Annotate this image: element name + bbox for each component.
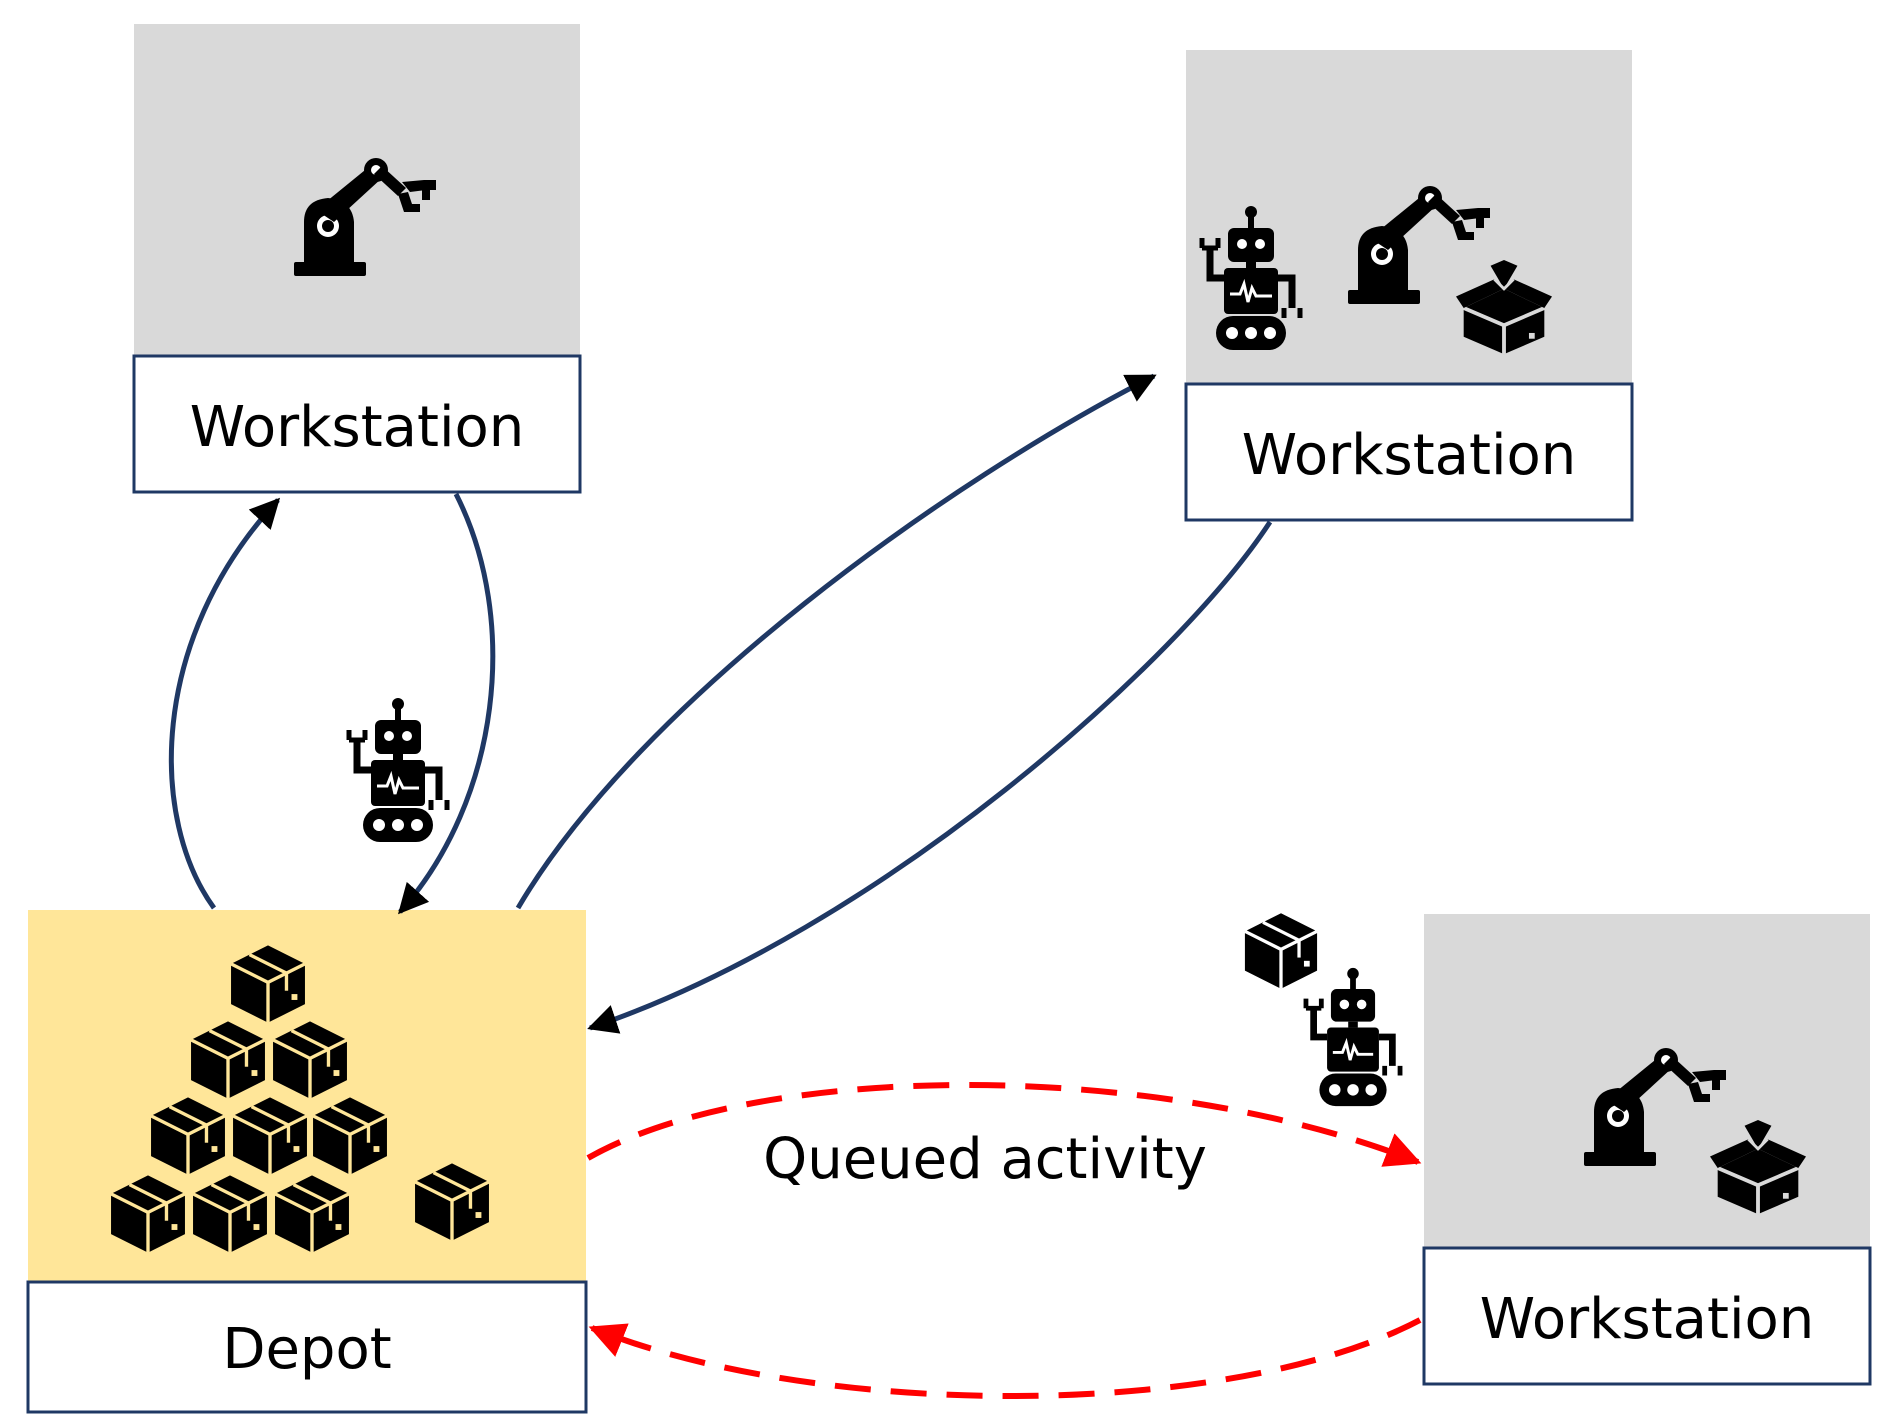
workstation-label: Workstation: [1480, 1287, 1815, 1352]
workstation-top-right: Workstation: [1184, 50, 1634, 522]
arrow-depot-to-workstation-top-right: [515, 373, 1157, 910]
workstation-label-box: [132, 354, 582, 494]
depot: Depot: [26, 910, 588, 1414]
workstation-label-box: [1184, 382, 1634, 522]
arrow-depot-to-workstation-top-left: [168, 497, 281, 910]
arrow-workstation-top-left-to-depot: [398, 492, 496, 915]
queued-arrow-workstation-to-depot: [588, 1317, 1422, 1399]
workstation-label-box: [1422, 1246, 1872, 1386]
depot-label-box: [26, 1280, 588, 1414]
workstation-bottom-right: Workstation: [1422, 914, 1872, 1386]
workstation-label: Workstation: [190, 395, 525, 460]
queued-activity-label: Queued activity: [763, 1127, 1207, 1192]
workstation-label: Workstation: [1242, 423, 1577, 488]
arrow-workstation-top-right-to-depot: [587, 520, 1273, 1034]
queued-arrow-depot-to-workstation: [586, 1082, 1422, 1167]
depot-label: Depot: [222, 1317, 391, 1382]
mobile-robot-icon: [349, 698, 447, 842]
workstation-top-left: Workstation: [132, 24, 582, 494]
mobile-robot-icon: [1306, 968, 1400, 1106]
box-icon: [1243, 911, 1319, 991]
